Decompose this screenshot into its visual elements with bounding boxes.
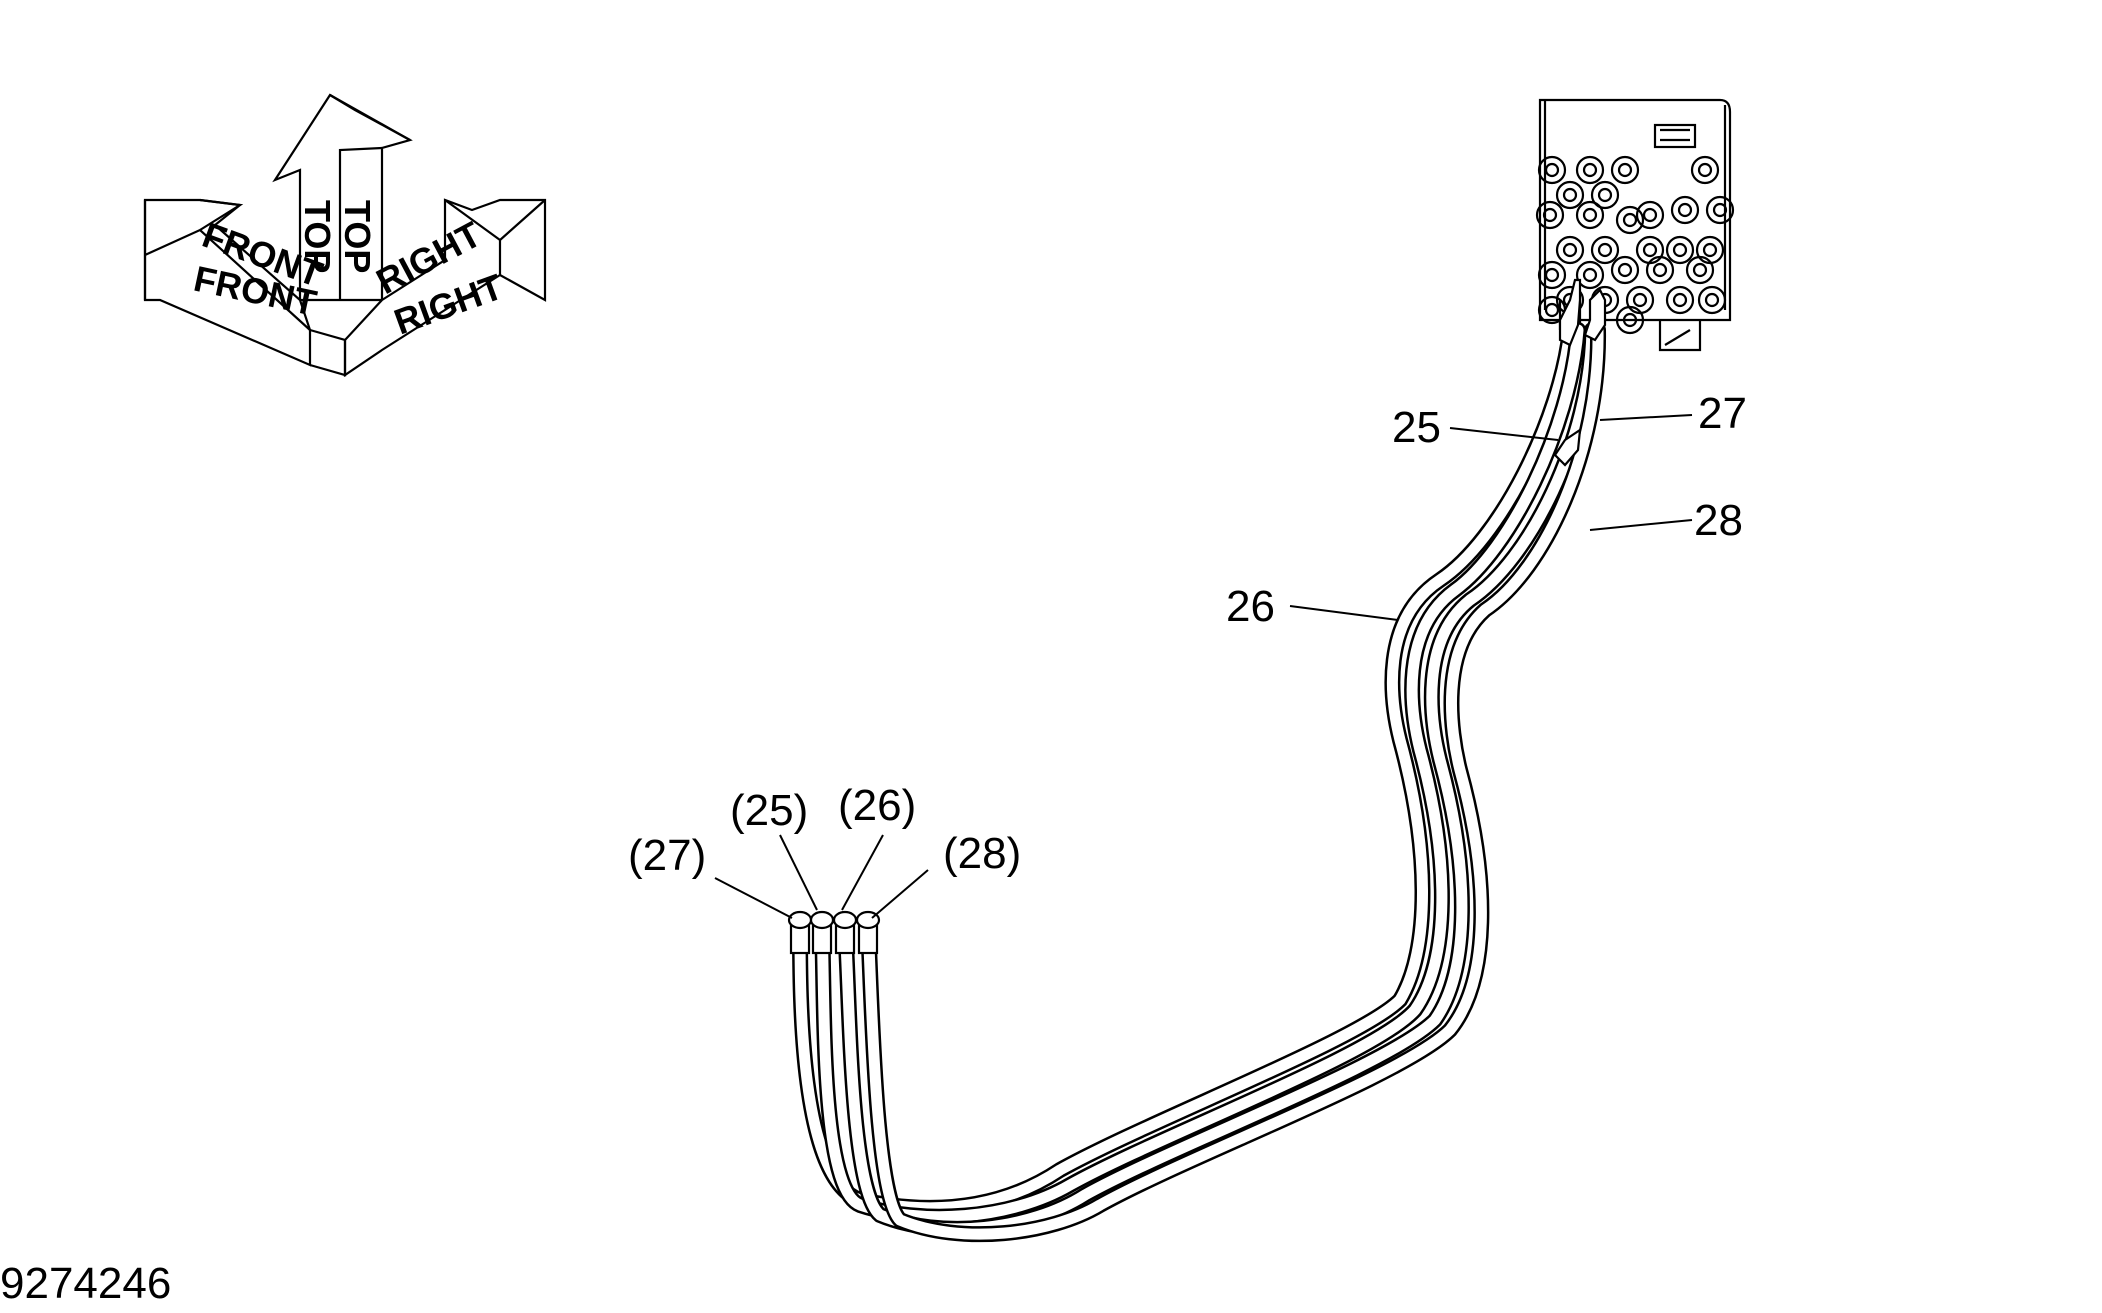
valve-bolt-center (1597, 242, 1613, 258)
leader-p26 (841, 834, 884, 911)
hose-body (839, 324, 1598, 1235)
valve-bolt-center (1702, 242, 1718, 258)
callout-p27: (27) (628, 831, 706, 880)
top-label-2: TOP (337, 200, 378, 273)
valve-bolt (1537, 155, 1567, 185)
leader-p28 (871, 869, 929, 919)
orientation-indicator: TOP TOP FRONT FRONT RIGHT RIGHT (143, 93, 547, 378)
callout-27: 27 (1698, 389, 1747, 438)
valve-bolt-center (1544, 267, 1560, 283)
valve-bolt (1665, 235, 1695, 265)
valve-bolt-center (1677, 202, 1693, 218)
valve-bolt-center (1597, 187, 1613, 203)
valve-bolt-center (1632, 292, 1648, 308)
valve-bolt (1615, 305, 1645, 335)
valve-bolt (1615, 205, 1645, 235)
callout-p25: (25) (730, 786, 808, 835)
fitting-25 (1558, 278, 1582, 347)
valve-bolt-center (1692, 262, 1708, 278)
valve-bolt-center (1617, 162, 1633, 178)
hose-bundle (792, 322, 1607, 1243)
hose-end-nut (832, 910, 858, 930)
valve-bolt-center (1562, 187, 1578, 203)
valve-bolt-center (1562, 242, 1578, 258)
drawing-number: 9274246 (0, 1259, 172, 1308)
valve-bolt (1685, 255, 1715, 285)
callouts: 25 27 28 26 (27) (25) (26) (28) (628, 389, 1747, 880)
valve-bolt (1555, 180, 1585, 210)
valve-bolt (1705, 195, 1735, 225)
valve-bolt (1697, 285, 1727, 315)
leader-25 (1449, 427, 1559, 441)
valve-bolt (1610, 255, 1640, 285)
valve-bolt (1665, 285, 1695, 315)
hose-end-fitting (834, 923, 856, 955)
valve-bolt (1535, 200, 1565, 230)
hose-end-fitting (789, 923, 811, 955)
valve-bolt (1537, 260, 1567, 290)
valve-bolt-center (1622, 312, 1638, 328)
valve-bolt-center (1672, 242, 1688, 258)
hose-end-fitting (811, 923, 833, 955)
valve-bolt (1690, 155, 1720, 185)
fitting-27 (1583, 288, 1607, 342)
callout-28: 28 (1694, 496, 1743, 545)
leader-lines (714, 414, 1693, 919)
leader-p27 (714, 877, 793, 919)
lower-fittings (787, 910, 881, 955)
hose-outline (860, 322, 1607, 1243)
valve-bolt-center (1617, 262, 1633, 278)
valve-bolt-center (1582, 162, 1598, 178)
leader-28 (1589, 519, 1693, 531)
leader-26 (1289, 605, 1399, 621)
valve-bolt-center (1582, 267, 1598, 283)
hose-end-nut (787, 910, 813, 930)
valve-bolt (1610, 155, 1640, 185)
callout-25: 25 (1392, 403, 1441, 452)
valve-bolt-center (1642, 207, 1658, 223)
valve-bolt-center (1704, 292, 1720, 308)
callout-26: 26 (1226, 582, 1275, 631)
callout-p28: (28) (943, 829, 1021, 878)
valve-bolt (1670, 195, 1700, 225)
valve-block (1535, 98, 1735, 352)
valve-bolt (1590, 235, 1620, 265)
valve-bolt-center (1544, 162, 1560, 178)
valve-bolt-center (1642, 242, 1658, 258)
valve-bolt-center (1582, 207, 1598, 223)
valve-bolt (1645, 255, 1675, 285)
hose-body (816, 324, 1584, 1223)
upper-fittings (1553, 278, 1607, 467)
valve-bolt (1575, 200, 1605, 230)
leader-27 (1599, 414, 1693, 421)
valve-bolt (1635, 200, 1665, 230)
top-label-1: TOP (297, 200, 338, 273)
valve-bolt-center (1712, 202, 1728, 218)
valve-bolt (1575, 260, 1605, 290)
callout-p26: (26) (838, 781, 916, 830)
valve-bolt (1590, 180, 1620, 210)
valve-bolt (1555, 235, 1585, 265)
hose-end-nut (809, 910, 835, 930)
valve-bolt-center (1652, 262, 1668, 278)
valve-bolt-center (1544, 302, 1560, 318)
valve-bolt-center (1697, 162, 1713, 178)
hose-body (862, 324, 1604, 1240)
valve-bolt-center (1622, 212, 1638, 228)
valve-bolt-center (1542, 207, 1558, 223)
leader-p25 (779, 834, 818, 911)
valve-bolt (1575, 155, 1605, 185)
hose-end-fitting (857, 923, 879, 955)
valve-bolt-center (1672, 292, 1688, 308)
